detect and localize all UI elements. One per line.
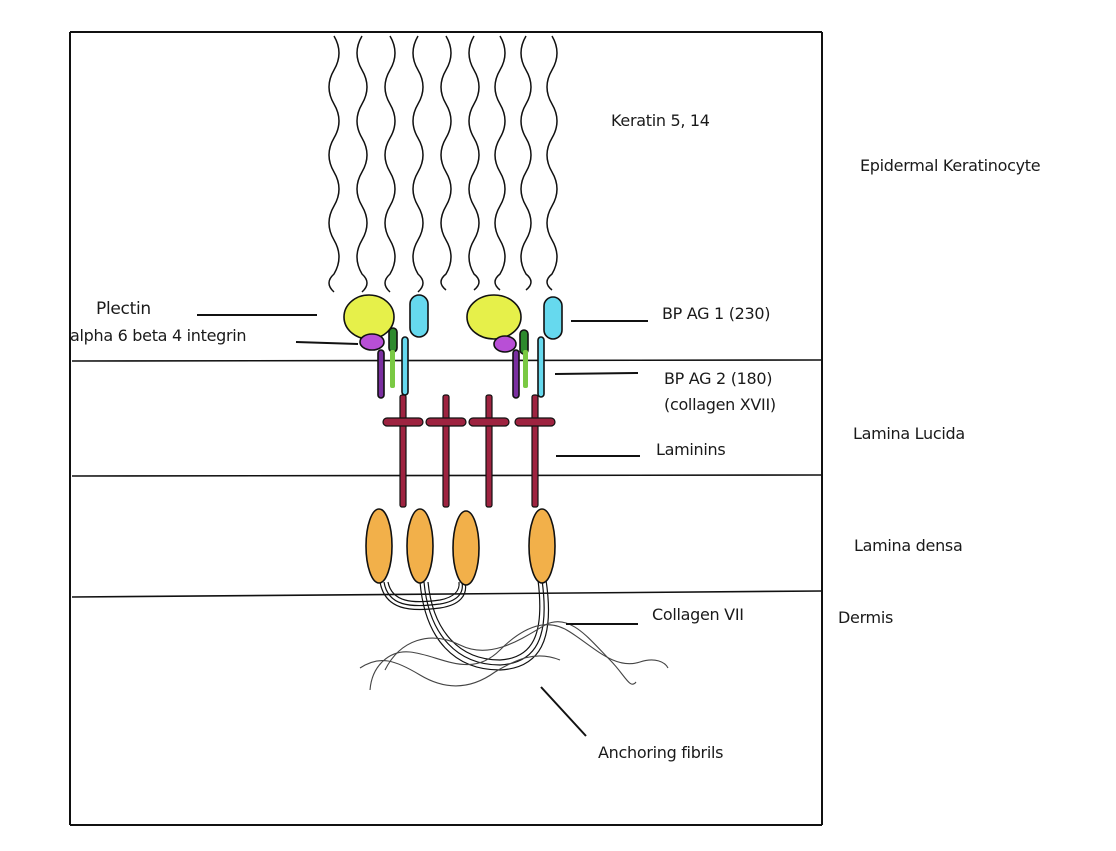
- plectin-right: [466, 294, 522, 340]
- plectin-left: [343, 294, 395, 340]
- laminin: [382, 394, 424, 508]
- integrin-alpha-tail-left: [377, 349, 385, 399]
- keratin-filament: [546, 35, 558, 291]
- frame: [69, 31, 823, 826]
- label-collagen-vii: Collagen VII: [652, 605, 744, 624]
- plasma-membrane-line: [71, 359, 823, 362]
- label-anchoring-fibrils: Anchoring fibrils: [598, 743, 724, 762]
- keratin-filament: [412, 35, 424, 293]
- collagen-vii-oval: [528, 508, 556, 584]
- label-dermis: Dermis: [838, 608, 894, 627]
- bp-ag1-left: [409, 294, 429, 338]
- anchoring-fibril-network: [359, 621, 669, 691]
- laminin: [468, 394, 510, 508]
- collagen-vii-oval: [406, 508, 434, 584]
- label-laminins: Laminins: [656, 440, 726, 459]
- laminin: [514, 394, 556, 508]
- keratin-filament: [356, 35, 368, 293]
- bp-ag2-left: [401, 336, 409, 396]
- laminin: [425, 394, 467, 508]
- keratin-filament: [440, 35, 452, 291]
- label-bp-ag1: BP AG 1 (230): [662, 304, 771, 323]
- collagen-vii-fibrils: [379, 579, 550, 671]
- label-lamina-densa: Lamina densa: [854, 536, 963, 555]
- integrin-head-right: [493, 335, 517, 353]
- collagen-vii-oval: [452, 510, 480, 586]
- leader-lines: [197, 314, 648, 737]
- label-collagen-xvii: (collagen XVII): [664, 395, 776, 414]
- keratin-filament: [328, 35, 340, 293]
- hemidesmosome-right: [466, 294, 563, 399]
- label-plectin: Plectin: [96, 299, 151, 319]
- anchoring-fibrils-leader: [540, 686, 587, 737]
- integrin-head-left: [359, 333, 385, 351]
- bp-ag1-right: [543, 296, 563, 340]
- integrin-beta-tail-left: [390, 350, 395, 388]
- keratin-filament: [494, 35, 506, 291]
- integrin-beta-left: [388, 327, 398, 353]
- integrin-alpha-tail-right: [512, 349, 520, 399]
- integrin-beta-tail-right: [523, 350, 528, 388]
- collagen-vii-oval: [365, 508, 393, 584]
- densa-dermis-boundary: [71, 590, 823, 598]
- label-keratin: Keratin 5, 14: [611, 111, 710, 130]
- keratin-filament: [520, 35, 532, 291]
- bp-ag2-leader: [554, 372, 639, 375]
- label-bp-ag2: BP AG 2 (180): [664, 369, 773, 388]
- keratin-filament: [384, 35, 396, 293]
- label-lamina-lucida: Lamina Lucida: [853, 424, 965, 443]
- label-epidermal-keratinocyte: Epidermal Keratinocyte: [860, 156, 1041, 175]
- label-integrin: alpha 6 beta 4 integrin: [70, 327, 247, 345]
- hemidesmosome-left: [343, 294, 429, 399]
- integrin-leader: [295, 341, 359, 345]
- laminins: [382, 394, 556, 508]
- collagen-vii-ovals: [365, 508, 556, 586]
- keratin-filament: [468, 35, 480, 291]
- bp-ag2-right: [537, 336, 545, 398]
- keratin-filaments: [328, 35, 558, 293]
